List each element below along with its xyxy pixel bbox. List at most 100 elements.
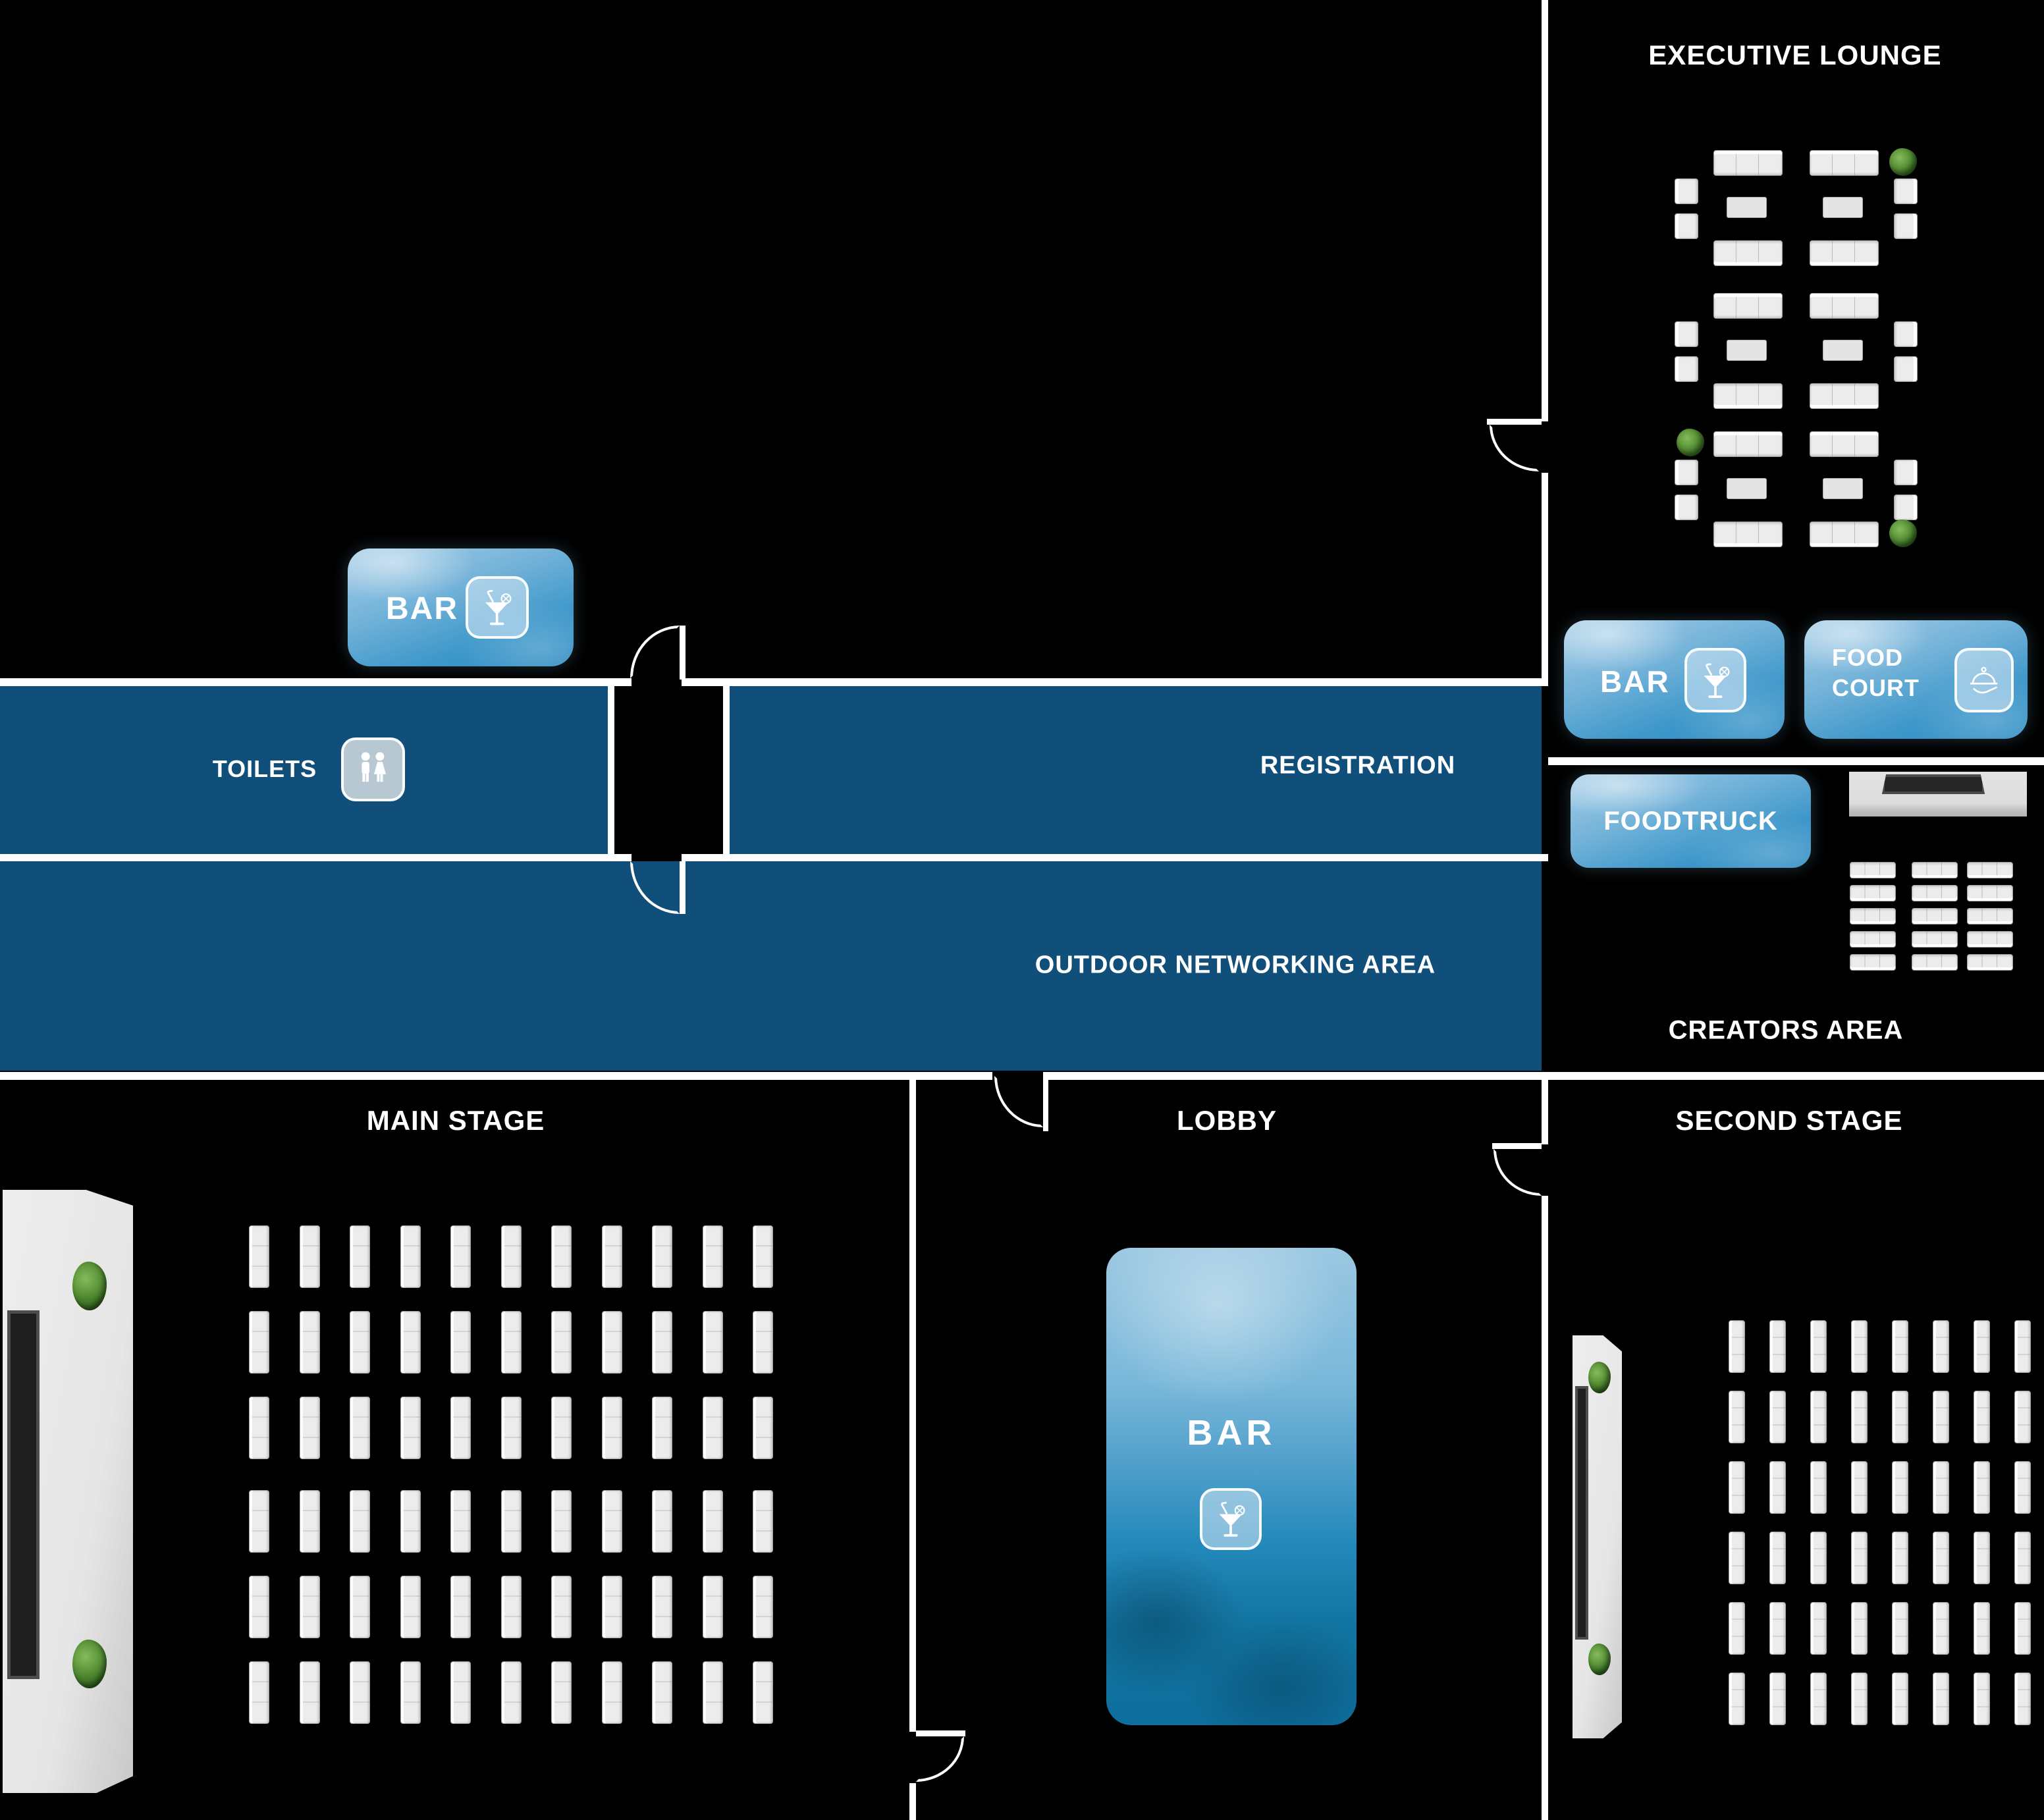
main-stage-seating-bench xyxy=(450,1490,471,1553)
food-court-badge[interactable]: FOOD COURT xyxy=(1804,620,2028,739)
lounge-armchair xyxy=(1675,356,1698,382)
cloche-icon xyxy=(1954,648,2014,712)
lounge-armchair xyxy=(1894,321,1918,347)
door-leaf-second-stage[interactable] xyxy=(1492,1143,1542,1149)
outdoor-networking-label: OUTDOOR NETWORKING AREA xyxy=(1035,951,1436,979)
lounge-armchair xyxy=(1894,213,1918,239)
main-stage-seating-bench xyxy=(249,1311,269,1374)
door-leaf-mainstage-lobby[interactable] xyxy=(916,1730,965,1736)
lounge-sofa xyxy=(1810,431,1879,457)
second-stage-seating-bench xyxy=(1892,1320,1908,1373)
main-stage-seating-bench xyxy=(350,1661,370,1724)
main-stage-seating-bench xyxy=(400,1490,421,1553)
lounge-armchair xyxy=(1675,321,1698,347)
main-stage-seating-bench xyxy=(249,1397,269,1459)
main-stage-seating-bench xyxy=(450,1225,471,1288)
main-stage-seating-bench xyxy=(350,1490,370,1553)
main-stage-seating-bench xyxy=(299,1661,320,1724)
door-leaf-corridor-bottom[interactable] xyxy=(680,861,686,914)
second-stage-seating-bench xyxy=(1729,1461,1745,1514)
door-leaf-lobby-top[interactable] xyxy=(1043,1072,1048,1131)
lounge-sofa xyxy=(1713,522,1783,547)
main-stage-seating-bench xyxy=(702,1225,723,1288)
cocktail-icon xyxy=(1200,1488,1262,1550)
creators-area-seating-bench xyxy=(1850,931,1896,948)
creators-area-seating-bench xyxy=(1850,908,1896,924)
main-stage-seating-bench xyxy=(400,1661,421,1724)
corridor-jamb-right xyxy=(723,678,730,861)
lounge-armchair xyxy=(1894,356,1918,382)
main-stage-seating-bench xyxy=(702,1576,723,1638)
lounge-sofa xyxy=(1713,150,1783,176)
second-stage-seating-bench xyxy=(1933,1602,1949,1655)
main-stage-seating-bench xyxy=(500,1311,522,1374)
creators-area-seating-bench xyxy=(1967,954,2013,971)
plant-icon xyxy=(1588,1362,1611,1393)
main-stage-seating-bench xyxy=(450,1311,471,1374)
bar-badge-backstage-label: BAR xyxy=(386,591,458,626)
wall-band-bottom-right xyxy=(1044,1072,2044,1080)
main-stage-seating-bench xyxy=(702,1311,723,1374)
outdoor-networking-band xyxy=(0,861,1542,1071)
second-stage-seating-bench xyxy=(2014,1320,2031,1373)
lobby-bar-label: BAR xyxy=(1187,1413,1276,1453)
door-leaf-executive-lounge[interactable] xyxy=(1487,419,1542,425)
second-stage-seating-bench xyxy=(1810,1461,1827,1514)
second-stage-seating-bench xyxy=(2014,1602,2031,1655)
main-stage-seating-bench xyxy=(450,1661,471,1724)
main-stage-seating-bench xyxy=(601,1661,622,1724)
plant-icon xyxy=(1677,429,1704,456)
main-stage-seating-bench xyxy=(450,1397,471,1459)
wall-right-mid xyxy=(1542,473,1548,686)
main-stage-seating-bench xyxy=(551,1311,572,1374)
wall-right-low xyxy=(1542,1080,1548,1144)
main-stage-seating-bench xyxy=(500,1225,522,1288)
main-stage-seating-bench xyxy=(350,1397,370,1459)
restroom-icon xyxy=(341,737,405,801)
second-stage-seating-bench xyxy=(1933,1461,1949,1514)
lounge-armchair xyxy=(1675,460,1698,485)
main-stage-seating-bench xyxy=(450,1576,471,1638)
main-stage-seating-bench xyxy=(753,1490,773,1553)
main-stage-seating-bench xyxy=(601,1490,622,1553)
lobby-bar[interactable]: BAR xyxy=(1106,1248,1357,1725)
wall-mainstage-lobby xyxy=(909,1080,916,1732)
main-stage-seating-bench xyxy=(601,1225,622,1288)
main-stage-seating-bench xyxy=(551,1576,572,1638)
bar-badge-backstage[interactable]: BAR xyxy=(348,549,574,666)
creators-area-seating-bench xyxy=(1912,885,1958,901)
creators-area-seating-bench xyxy=(1850,954,1896,971)
wall-band-top-left xyxy=(0,678,632,686)
main-stage-seating-bench xyxy=(400,1397,421,1459)
lounge-sofa xyxy=(1810,150,1879,176)
second-stage-seating-bench xyxy=(1769,1532,1786,1584)
main-stage-seating-bench xyxy=(702,1661,723,1724)
lounge-armchair xyxy=(1894,460,1918,485)
wall-lounge-creators xyxy=(1548,757,2044,765)
second-stage-seating-bench xyxy=(1974,1391,1990,1443)
lounge-armchair xyxy=(1675,213,1698,239)
registration-label: REGISTRATION xyxy=(1260,751,1456,780)
lounge-sofa xyxy=(1713,293,1783,319)
creators-area-seating-bench xyxy=(1967,931,2013,948)
foodtruck-label: FOODTRUCK xyxy=(1603,806,1778,836)
door-leaf-corridor-top[interactable] xyxy=(680,626,686,680)
wall-right-bottom xyxy=(1542,1196,1548,1820)
creators-area-seating-bench xyxy=(1850,885,1896,901)
entrance-corridor xyxy=(614,686,723,854)
registration-band xyxy=(0,686,1542,854)
second-stage-seating-bench xyxy=(1974,1602,1990,1655)
toilets-label: TOILETS xyxy=(212,755,317,782)
second-stage-seating-bench xyxy=(1974,1532,1990,1584)
bar-badge-lounge-label: BAR xyxy=(1600,664,1670,699)
lounge-sofa xyxy=(1810,293,1879,319)
foodtruck-badge[interactable]: FOODTRUCK xyxy=(1571,774,1811,868)
bar-badge-lounge[interactable]: BAR xyxy=(1564,620,1785,739)
creators-area-title: CREATORS AREA xyxy=(1668,1015,1904,1045)
second-stage-seating-bench xyxy=(1933,1532,1949,1584)
lounge-coffee-table xyxy=(1727,340,1767,361)
second-stage-seating-bench xyxy=(1851,1602,1868,1655)
second-stage-seating-bench xyxy=(2014,1673,2031,1725)
main-stage-seating-bench xyxy=(702,1397,723,1459)
